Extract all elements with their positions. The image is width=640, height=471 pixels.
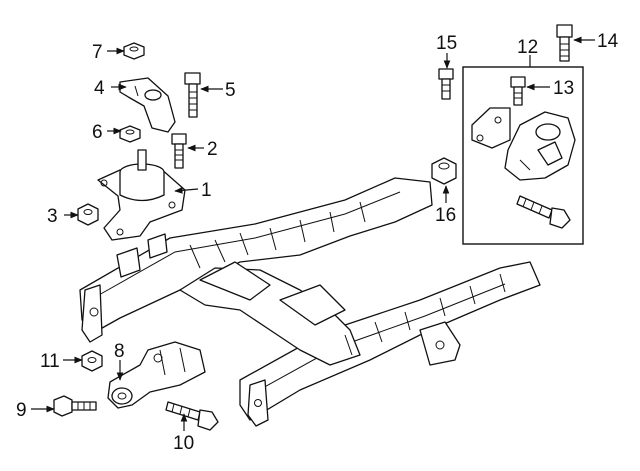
callout-16: 16 <box>435 205 456 226</box>
nut-7 <box>123 42 145 60</box>
callout-1: 1 <box>201 180 212 201</box>
kit-box-12 <box>462 66 584 245</box>
nut-11 <box>81 350 103 372</box>
bolt-10 <box>165 401 219 431</box>
callout-2: 2 <box>207 139 218 160</box>
callout-8: 8 <box>114 341 125 362</box>
callout-13: 13 <box>553 78 574 99</box>
bracket-4 <box>119 77 176 133</box>
callout-12: 12 <box>517 37 538 58</box>
subframe <box>79 177 541 427</box>
callout-10: 10 <box>173 433 194 454</box>
callout-5: 5 <box>225 80 236 101</box>
transmission-mount <box>504 111 576 181</box>
callout-11: 11 <box>40 351 60 372</box>
bolt-13 <box>510 76 526 106</box>
callout-9: 9 <box>16 400 27 421</box>
bolt-2 <box>171 133 187 169</box>
callout-4: 4 <box>94 78 105 99</box>
bolt-5 <box>184 72 201 118</box>
transmission-mount-bracket <box>471 107 511 149</box>
callout-3: 3 <box>47 206 58 227</box>
callout-7: 7 <box>92 42 103 63</box>
nut-3 <box>77 203 99 226</box>
bolt-15 <box>438 68 454 100</box>
nut-16 <box>431 157 457 185</box>
callout-15: 15 <box>436 33 457 54</box>
bolt-14 <box>556 24 573 62</box>
callout-6: 6 <box>92 122 103 143</box>
callout-14: 14 <box>597 31 619 52</box>
rear-mount-8 <box>107 341 206 409</box>
bolt-kit <box>516 195 571 229</box>
nut-6 <box>119 125 141 143</box>
engine-mount-front <box>97 149 186 241</box>
leader-lines <box>31 36 595 431</box>
bolt-9 <box>53 395 97 417</box>
